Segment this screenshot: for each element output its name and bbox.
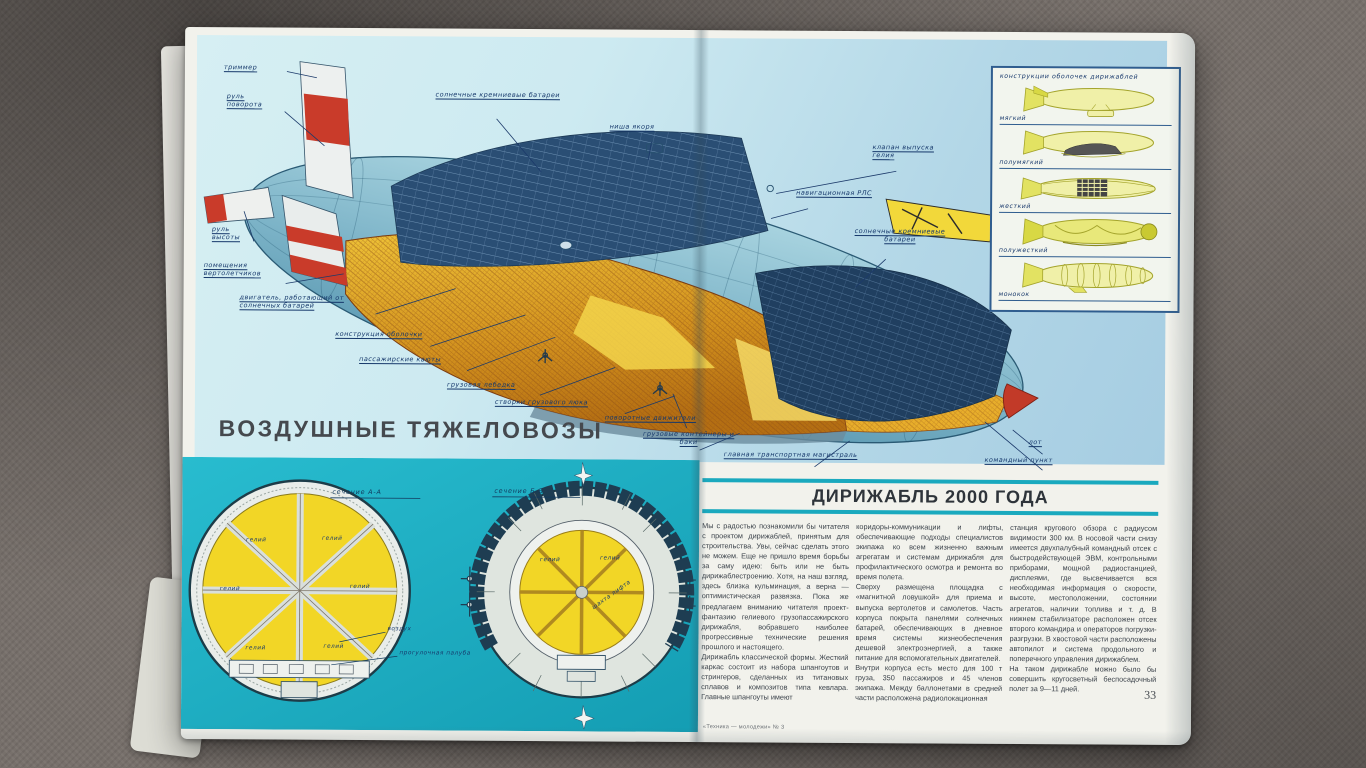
helium-sector-label: гелий <box>323 644 343 650</box>
blimp-silhouette-soft <box>1023 85 1155 117</box>
callout-label: навигационная РЛС <box>796 188 872 198</box>
callout-label: руль поворота <box>226 92 263 109</box>
article-column: Мы с радостью познакомили бы читателя с … <box>701 521 850 702</box>
helium-sector-label: гелий <box>350 584 370 590</box>
callout-label: конструкция оболочки <box>335 329 423 339</box>
callout-label: помещения вертолетчиков <box>203 261 262 278</box>
helium-sector-label: гелий <box>540 557 560 563</box>
airship-cutaway-illustration <box>203 61 1039 444</box>
callout-label: грузовая лебедка <box>446 380 516 389</box>
sidebar-title: конструкции оболочек дирижаблей <box>999 72 1139 81</box>
callout-label: командный пункт <box>984 455 1053 465</box>
blimp-silhouette-rigid <box>1020 177 1156 200</box>
callout-label: створки грузового люка <box>494 397 588 407</box>
page-number: 33 <box>1144 687 1157 702</box>
callout-label: солнечные кремниевые батареи <box>435 90 561 100</box>
magazine-footer: «Техника — молодежи» № 3 <box>702 724 785 731</box>
callout-label: ниша якоря <box>609 122 655 131</box>
section-b-caption: сечение Б-Б <box>494 487 543 495</box>
callout-label: двигатель, работающий от солнечных батар… <box>239 293 344 311</box>
article-column: станция кругового обзора с радиусом види… <box>1009 522 1158 694</box>
callout-label: солнечные кремниевые батареи <box>854 227 946 244</box>
promenade-deck-label: прогулочная палуба <box>399 650 470 656</box>
sidebar-row: мягкий <box>999 82 1172 127</box>
magazine-spread: триммер руль поворота солнечные кремниев… <box>180 26 1196 746</box>
callout-label: грузовые контейнеры и баки <box>643 429 735 447</box>
helium-sector-label: гелий <box>245 645 265 651</box>
sidebar-panel: конструкции оболочек дирижаблей мягкий п… <box>989 65 1181 314</box>
blimp-silhouette-semisoft <box>1022 130 1154 157</box>
sidebar-item-label: мягкий <box>999 113 1172 126</box>
article-column: коридоры-коммуникации и лифты, обеспечив… <box>855 522 1004 703</box>
helium-sector-label: гелий <box>246 537 266 543</box>
callout-label: лот <box>1028 438 1042 447</box>
callout-label: клапан выпуска гелия <box>872 143 934 160</box>
callout-label: триммер <box>223 63 258 72</box>
sidebar-item-label: жесткий <box>999 201 1172 214</box>
cross-section-panel: гелий гелий гелий гелий гелий гелий сече… <box>180 456 700 733</box>
blimp-silhouette-semirigid <box>1022 218 1158 246</box>
section-b-diagram: гелий гелий шахта лифта <box>460 462 696 730</box>
blimp-silhouette-monocoque <box>1022 262 1154 293</box>
section-a-caption: сечение А-А <box>332 488 381 496</box>
sidebar-row: жесткий <box>999 170 1172 215</box>
article: ДИРИЖАБЛЬ 2000 ГОДА Мы с радостью познак… <box>701 478 1159 712</box>
sidebar-row: полумягкий <box>999 126 1172 171</box>
helium-sector-label: гелий <box>322 536 342 542</box>
sidebar-item-label: полумягкий <box>999 157 1172 170</box>
callout-label: руль высоты <box>211 225 241 242</box>
air-label: воздух <box>387 626 411 632</box>
illustration-area <box>194 34 1168 465</box>
sidebar-item-label: полужесткий <box>998 245 1171 258</box>
spread-title: ВОЗДУШНЫЕ ТЯЖЕЛОВОЗЫ <box>218 415 604 444</box>
sidebar-row: монокок <box>998 258 1171 303</box>
helium-sector-label: гелий <box>220 586 240 592</box>
callout-label: пассажирские каюты <box>359 354 441 364</box>
article-title: ДИРИЖАБЛЬ 2000 ГОДА <box>811 485 1049 508</box>
callout-label: главная транспортная магистраль <box>723 450 858 460</box>
section-a-diagram: гелий гелий гелий гелий гелий гелий <box>188 479 411 702</box>
helium-sector-label: гелий <box>600 555 620 561</box>
sidebar-row: полужесткий <box>998 214 1171 259</box>
sidebar-item-label: монокок <box>998 289 1171 302</box>
callout-label: поворотные движители <box>604 413 697 423</box>
